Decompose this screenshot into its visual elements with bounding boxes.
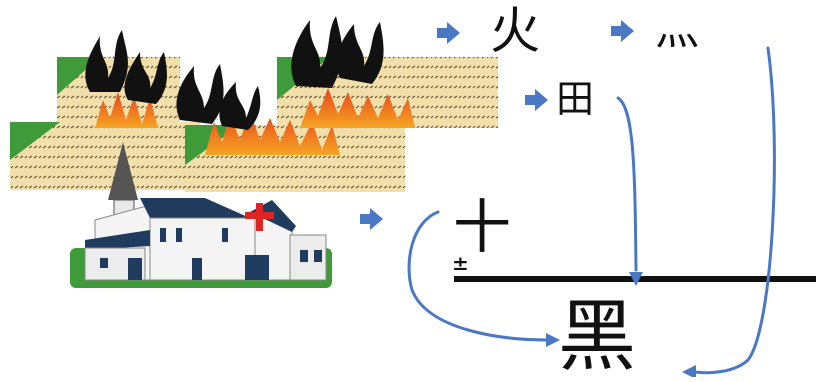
arrow-to-field <box>525 89 548 111</box>
church-icon <box>70 142 332 288</box>
connector-arrowheads <box>546 272 696 377</box>
glyph-fire: 火 <box>490 2 540 60</box>
smoke-plumes <box>85 16 384 130</box>
arrow-to-fire <box>437 22 460 44</box>
glyph-fire-bottom: 灬 <box>655 4 703 55</box>
field-front-left <box>10 122 200 190</box>
glyph-black-result: 黑 <box>558 292 637 382</box>
connector-firebottom-to-black <box>692 46 776 375</box>
connector-ten-to-black <box>407 210 550 342</box>
arrow-to-ten <box>360 208 383 230</box>
fire-flames <box>95 88 415 155</box>
glyph-field: 田 <box>556 77 595 121</box>
red-cross-icon <box>245 203 274 231</box>
glyph-earth-mark: ± <box>452 251 469 275</box>
burning-field-icon <box>10 16 498 192</box>
connector-field-to-black <box>616 96 638 272</box>
right-arrow-icon <box>360 20 634 230</box>
arrow-to-fire-bottom <box>611 20 634 42</box>
glyph-ten: 十 <box>453 193 512 261</box>
